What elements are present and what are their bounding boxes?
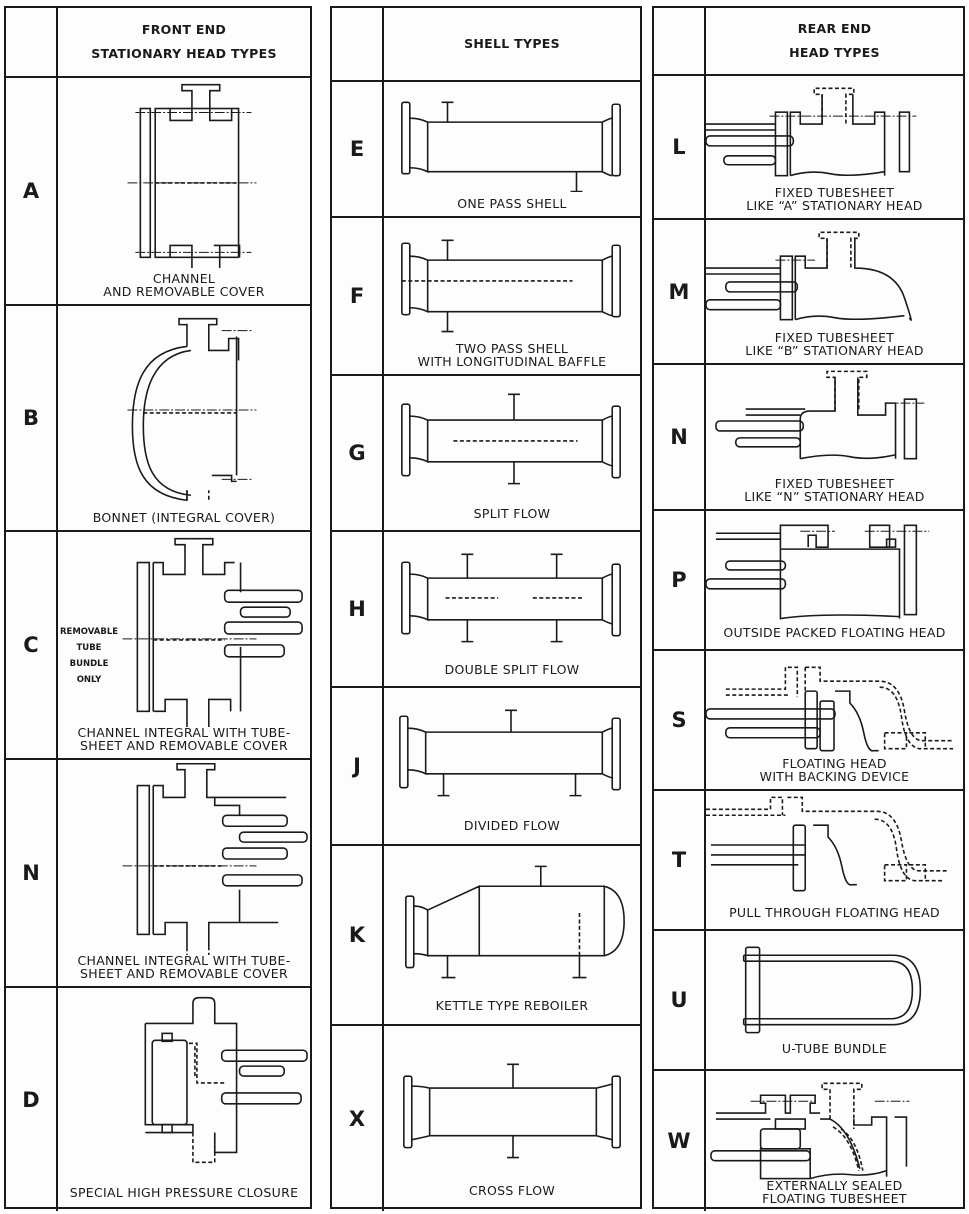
rear-type-s-row: S FLOATING HEAD WITH BACKING DEVICE	[654, 651, 963, 791]
externally-sealed-floating-tubesheet-diagram	[710, 1082, 910, 1180]
type-letter: J	[332, 688, 384, 844]
shell-type-e-row: E ONE PASS SHELL	[332, 82, 640, 218]
front-type-d-row: D SPECIAL HIGH PRESSURE CLOSURE	[6, 988, 310, 1211]
outside-packed-floating-head-diagram	[706, 524, 930, 620]
shell-types-header-row: SHELL TYPES	[332, 8, 640, 82]
rear-type-u-row: U U-TUBE BUNDLE	[654, 931, 963, 1071]
type-letter: W	[654, 1071, 706, 1211]
type-letter: H	[332, 532, 384, 686]
shell-types-column: SHELL TYPES E ONE PASS SHELL F	[330, 6, 642, 1211]
channel-integral-tubesheet-n-diagram	[122, 762, 308, 955]
rear-type-t-row: T PULL THROUGH FLOATING HEAD	[654, 791, 963, 931]
type-caption: DIVIDED FLOW	[463, 818, 561, 833]
type-letter: G	[332, 376, 384, 530]
cross-flow-diagram	[403, 1063, 621, 1159]
type-caption: SPECIAL HIGH PRESSURE CLOSURE	[69, 1185, 299, 1200]
type-caption: CROSS FLOW	[468, 1183, 555, 1198]
rear-end-header-row: REAR END HEAD TYPES	[654, 8, 963, 76]
double-split-flow-diagram	[401, 553, 621, 643]
front-end-header: FRONT END STATIONARY HEAD TYPES	[91, 22, 277, 61]
type-caption: ONE PASS SHELL	[457, 196, 567, 211]
pull-through-floating-head-diagram	[706, 796, 950, 892]
type-letter: K	[332, 846, 384, 1024]
type-letter: L	[654, 76, 706, 218]
type-caption: CHANNEL INTEGRAL WITH TUBE- SHEET AND RE…	[77, 953, 291, 981]
rear-end-column: REAR END HEAD TYPES L FIXED TUBESHEET LI…	[652, 6, 965, 1211]
type-caption: FLOATING HEAD WITH BACKING DEVICE	[759, 756, 910, 784]
shell-types-header: SHELL TYPES	[464, 36, 560, 51]
front-end-column: FRONT END STATIONARY HEAD TYPES A CHANNE…	[4, 6, 312, 1211]
shell-type-k-row: K KETTLE TYPE REBOILER	[332, 846, 640, 1026]
type-caption: CHANNEL INTEGRAL WITH TUBE- SHEET AND RE…	[77, 725, 291, 753]
rear-type-p-row: P OUTSIDE PACKED FLOATING HEAD	[654, 511, 963, 651]
type-caption: FIXED TUBESHEET LIKE “N” STATIONARY HEAD	[744, 476, 925, 504]
type-caption: CHANNEL AND REMOVABLE COVER	[103, 271, 265, 299]
rear-type-l-row: L FIXED TUBESHEET LIKE “A” STATIONARY HE…	[654, 76, 963, 220]
type-caption: KETTLE TYPE REBOILER	[435, 998, 589, 1013]
type-caption: TWO PASS SHELL WITH LONGITUDINAL BAFFLE	[417, 341, 607, 369]
type-letter: D	[6, 988, 58, 1211]
shell-type-f-row: F TWO PASS SHELL WITH LONGITUDINAL BAFFL…	[332, 218, 640, 376]
rear-type-n-row: N FIXED TUBESHEET LIKE “N” STATIONARY HE…	[654, 365, 963, 511]
front-type-n-row: N CHANNEL INTEGRAL WITH TUBE- SHEET AND …	[6, 760, 310, 988]
front-type-b-row: B BONNET (INTEGRAL COVER)	[6, 306, 310, 532]
two-pass-shell-diagram	[401, 239, 621, 333]
type-caption: FIXED TUBESHEET LIKE “A” STATIONARY HEAD	[746, 185, 923, 213]
fixed-tubesheet-b-diagram	[706, 231, 912, 321]
type-caption: OUTSIDE PACKED FLOATING HEAD	[723, 625, 946, 640]
split-flow-diagram	[401, 393, 621, 485]
fixed-tubesheet-n-diagram	[715, 370, 925, 460]
type-letter: E	[332, 82, 384, 216]
type-letter: M	[654, 220, 706, 363]
removable-tube-bundle-note: REMOVABLE TUBE BUNDLE ONLY	[60, 627, 119, 685]
type-caption: SPLIT FLOW	[473, 506, 551, 521]
rear-type-w-row: W EXTERNALLY SEALED FLOATING TUBESHEET	[654, 1071, 963, 1211]
type-caption: PULL THROUGH FLOATING HEAD	[729, 905, 940, 920]
type-caption: EXTERNALLY SEALED FLOATING TUBESHEET	[762, 1178, 907, 1206]
rear-end-header: REAR END HEAD TYPES	[789, 21, 880, 60]
header-blank-cell	[654, 8, 706, 74]
type-letter: C	[6, 532, 58, 758]
bonnet-integral-cover-diagram	[127, 317, 257, 501]
channel-integral-tubesheet-diagram	[122, 537, 303, 727]
type-letter: B	[6, 306, 58, 530]
kettle-type-reboiler-diagram	[405, 865, 625, 979]
header-blank-cell	[6, 8, 58, 76]
type-letter: X	[332, 1026, 384, 1211]
type-caption: DOUBLE SPLIT FLOW	[444, 662, 580, 677]
one-pass-shell-diagram	[401, 101, 621, 192]
type-letter: S	[654, 651, 706, 789]
front-type-c-row: C REMOVABLE TUBE BUNDLE ONLY	[6, 532, 310, 760]
type-letter: U	[654, 931, 706, 1069]
rear-type-m-row: M FIXED TUBESHEET LIKE “B” STATIONARY HE…	[654, 220, 963, 365]
special-high-pressure-closure-diagram	[144, 996, 308, 1164]
divided-flow-diagram	[399, 709, 621, 797]
type-caption: FIXED TUBESHEET LIKE “B” STATIONARY HEAD	[745, 330, 924, 358]
shell-type-h-row: H DOUBLE SPLIT FLOW	[332, 532, 640, 688]
u-tube-bundle-diagram	[742, 946, 922, 1034]
type-letter: N	[654, 365, 706, 509]
type-caption: BONNET (INTEGRAL COVER)	[92, 510, 276, 525]
channel-removable-cover-diagram	[127, 83, 257, 268]
floating-head-backing-device-diagram	[706, 666, 954, 752]
type-letter: N	[6, 760, 58, 986]
type-caption: U-TUBE BUNDLE	[781, 1041, 888, 1056]
front-end-header-row: FRONT END STATIONARY HEAD TYPES	[6, 8, 310, 78]
type-letter: F	[332, 218, 384, 374]
shell-type-g-row: G SPLIT FLOW	[332, 376, 640, 532]
type-letter: T	[654, 791, 706, 929]
shell-type-x-row: X CROSS FLOW	[332, 1026, 640, 1211]
type-letter: P	[654, 511, 706, 649]
fixed-tubesheet-a-diagram	[706, 87, 917, 177]
header-blank-cell	[332, 8, 384, 80]
type-letter: A	[6, 78, 58, 304]
front-type-a-row: A CHANNEL AND REMOVABLE COVER	[6, 78, 310, 306]
shell-type-j-row: J DIVIDED FLOW	[332, 688, 640, 846]
